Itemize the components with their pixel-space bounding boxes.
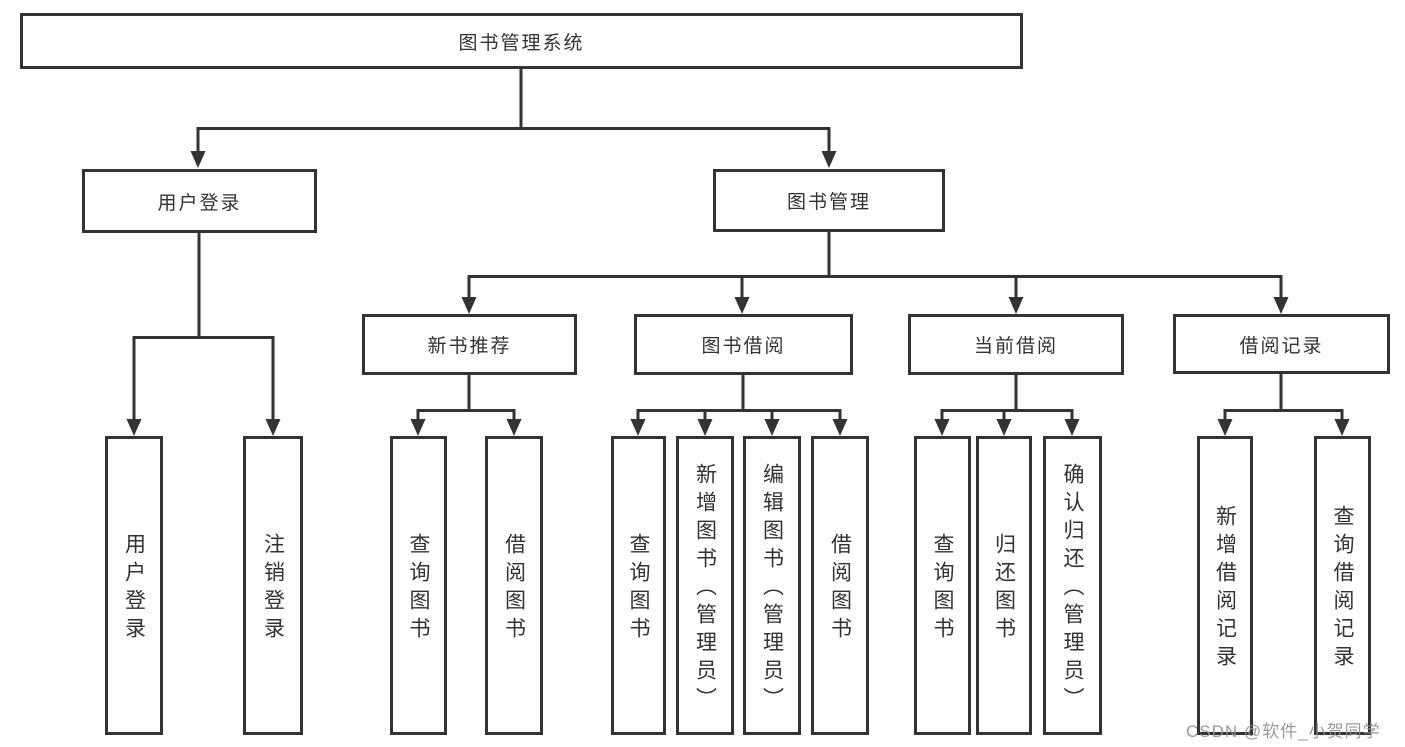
node-label: 图书管理 [786,192,871,213]
node-label: 当前借阅 [973,336,1058,357]
node-label: 新增借阅记录 [1213,504,1237,673]
leaf-user-login: 用户登录 [105,436,163,735]
node-user-login: 用户登录 [82,169,317,233]
node-label: 查询借阅记录 [1331,504,1354,673]
node-library-management-system: 图书管理系统 [20,13,1023,69]
node-label: 新增图书（管理员） [693,462,717,715]
leaf-add-borrow-record: 新增借阅记录 [1197,436,1253,735]
node-label: 借阅图书 [828,532,852,645]
node-label: 查询图书 [627,532,650,645]
leaf-logout-login: 注销登录 [243,436,303,735]
node-label: 图书借阅 [701,336,786,357]
leaf-edit-books-admin: 编辑图书（管理员） [743,436,801,735]
node-label: 新书推荐 [427,336,512,357]
leaf-query-books-borrowing: 查询图书 [611,436,666,735]
leaf-add-books-admin: 新增图书（管理员） [676,436,734,735]
node-label: 注销登录 [261,532,285,645]
leaf-confirm-return-admin: 确认归还（管理员） [1043,436,1102,735]
node-borrow-records: 借阅记录 [1173,314,1390,374]
node-label: 图书管理系统 [458,32,585,54]
node-label: 用户登录 [157,192,242,214]
node-label: 归还图书 [992,532,1016,645]
leaf-query-borrow-record: 查询借阅记录 [1314,436,1371,735]
leaf-query-books-current: 查询图书 [914,436,971,735]
node-label: 确认归还（管理员） [1061,462,1084,715]
node-new-book-recommend: 新书推荐 [362,314,577,375]
csdn-watermark: CSDN @软件_小贺同学 [1186,722,1381,741]
leaf-return-books: 归还图书 [976,436,1032,735]
node-label: 用户登录 [122,532,146,645]
node-label: 编辑图书（管理员） [760,462,784,715]
leaf-query-books-recommend: 查询图书 [390,436,447,735]
node-label: 借阅记录 [1239,335,1324,357]
leaf-borrow-books-recommend: 借阅图书 [485,436,543,735]
node-current-borrowing: 当前借阅 [908,314,1124,375]
node-book-borrowing: 图书借阅 [634,314,853,375]
node-label: 查询图书 [931,532,954,645]
leaf-borrow-books: 借阅图书 [811,436,869,735]
node-label: 借阅图书 [502,532,526,645]
arrowheads [126,151,1350,436]
node-book-management: 图书管理 [713,169,945,232]
node-label: 查询图书 [407,532,430,645]
